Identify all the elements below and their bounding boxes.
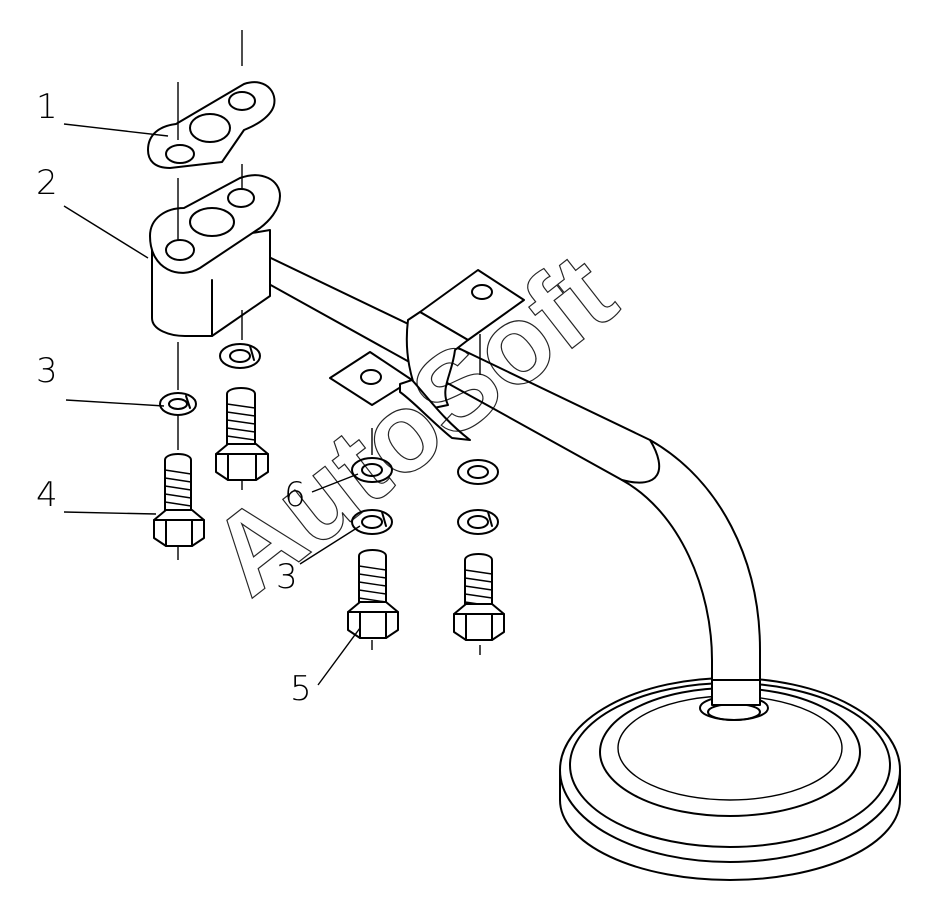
bolt-left <box>153 453 205 547</box>
callout-6: 6 <box>284 475 306 515</box>
flange-block <box>149 174 281 337</box>
lock-washer-center <box>351 509 393 535</box>
callout-5: 5 <box>290 669 312 709</box>
callout-labels: 1 2 3 4 6 3 5 <box>36 87 312 709</box>
callout-4: 4 <box>36 475 58 515</box>
callout-3-second: 3 <box>276 557 298 597</box>
bolt-mid <box>215 387 269 481</box>
callout-3: 3 <box>36 351 58 391</box>
lock-washer-mid <box>219 343 261 369</box>
bolt-right <box>453 553 505 641</box>
upper-bracket <box>405 269 525 411</box>
strainer-cup <box>559 677 901 881</box>
axis-lines <box>177 30 481 655</box>
callout-1: 1 <box>36 87 58 127</box>
callout-2: 2 <box>36 163 58 203</box>
flat-washer-right <box>457 459 499 485</box>
flat-washer <box>351 457 393 483</box>
lock-washer-left <box>159 392 197 416</box>
bolt-center <box>347 549 399 639</box>
gasket <box>147 81 276 169</box>
leader-lines <box>63 123 361 686</box>
lower-bracket <box>329 351 471 441</box>
lock-washer-right <box>457 509 499 535</box>
